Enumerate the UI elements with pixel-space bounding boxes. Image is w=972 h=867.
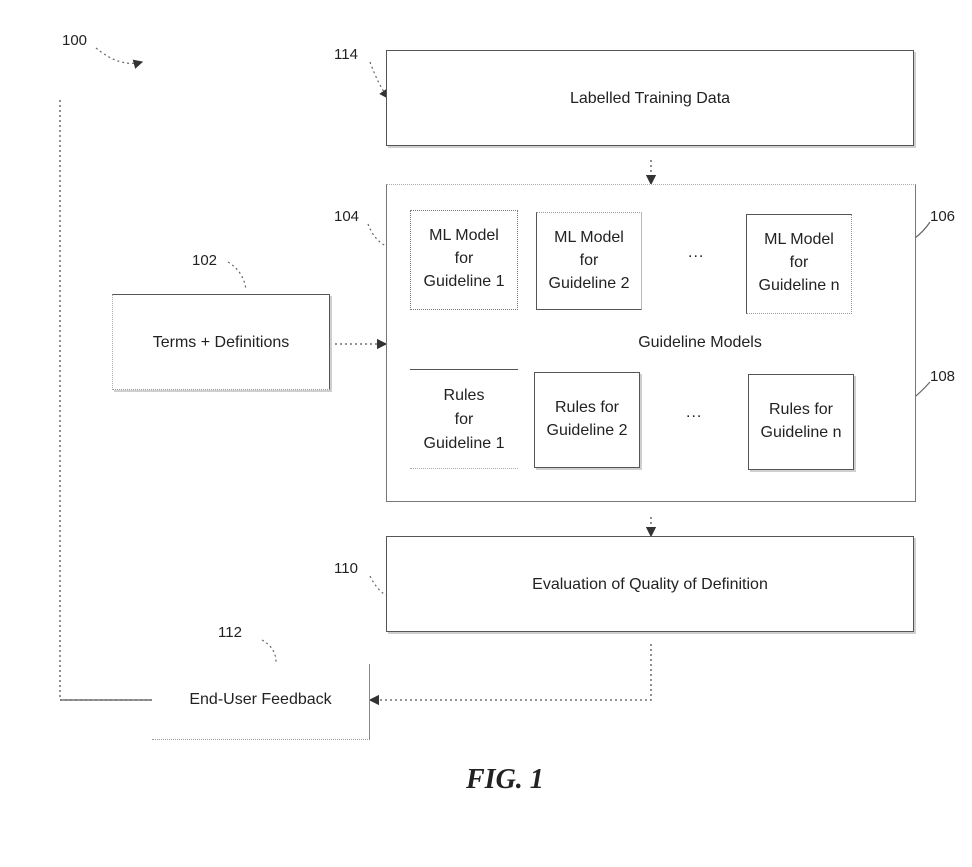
ref-108: 108 — [930, 368, 955, 385]
evaluation-label: Evaluation of Quality of Definition — [387, 573, 913, 596]
feedback-loop-line — [60, 100, 152, 700]
ref-100: 100 — [62, 32, 87, 49]
terms-definitions-box: Terms + Definitions — [112, 294, 330, 390]
rules-n-label: Rules for Guideline n — [748, 398, 854, 444]
rules-2-label: Rules for Guideline 2 — [534, 396, 640, 442]
ml-model-n-label: ML Model for Guideline n — [746, 228, 852, 297]
ref-102: 102 — [192, 252, 217, 269]
ref-114: 114 — [334, 46, 358, 63]
leader-102 — [228, 262, 246, 290]
terms-definitions-label: Terms + Definitions — [113, 331, 329, 354]
leader-104 — [368, 224, 386, 246]
figure-caption: FIG. 1 — [466, 764, 544, 796]
leader-112 — [262, 640, 276, 662]
ellipsis-models: ... — [688, 244, 704, 262]
ml-model-2-label: ML Model for Guideline 2 — [536, 226, 642, 295]
ellipsis-rules: ... — [686, 404, 702, 422]
leader-100 — [96, 48, 142, 63]
ref-106: 106 — [930, 208, 955, 225]
ref-112: 112 — [218, 624, 242, 641]
feedback-label: End-User Feedback — [152, 688, 369, 711]
ref-110: 110 — [334, 560, 358, 577]
arrow-evaluation-to-feedback — [370, 644, 651, 700]
feedback-box: End-User Feedback — [152, 664, 370, 740]
ref-104: 104 — [334, 208, 359, 225]
guideline-models-label: Guideline Models — [620, 331, 780, 354]
ml-model-1-label: ML Model for Guideline 1 — [410, 224, 518, 293]
training-data-label: Labelled Training Data — [387, 87, 913, 110]
rules-1-label: Rules for Guideline 1 — [410, 384, 518, 456]
evaluation-box: Evaluation of Quality of Definition — [386, 536, 914, 632]
training-data-box: Labelled Training Data — [386, 50, 914, 146]
